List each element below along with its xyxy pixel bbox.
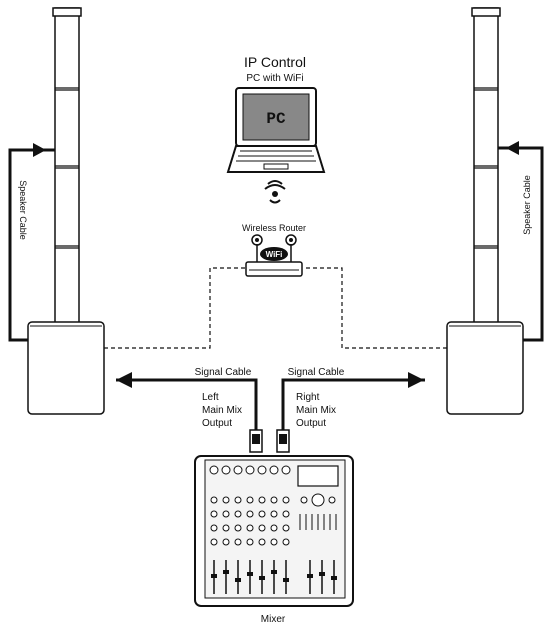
wireless-router-icon <box>245 234 303 277</box>
right-output-line1: Right <box>296 392 320 403</box>
left-speaker-cable-arrow <box>33 143 46 157</box>
left-subwoofer <box>27 321 105 415</box>
right-signal-cable <box>281 378 425 432</box>
left-column-speaker <box>52 7 82 327</box>
pc-subtitle: PC with WiFi <box>246 73 303 84</box>
router-label: Wireless Router <box>242 223 306 233</box>
left-signal-cable <box>116 378 258 432</box>
left-speaker-cable-label: Speaker Cable <box>18 180 28 240</box>
left-speaker-cable <box>8 148 55 342</box>
right-output-line2: Main Mix <box>296 405 336 416</box>
left-signal-arrow <box>116 372 132 388</box>
left-xlr-connector <box>249 429 263 453</box>
right-signal-arrow <box>408 372 424 388</box>
right-output-line3: Output <box>296 418 326 429</box>
mixer-icon <box>194 455 354 607</box>
right-xlr-connector <box>276 429 290 453</box>
left-output-line2: Main Mix <box>202 405 242 416</box>
laptop-icon <box>226 87 326 173</box>
left-output-line1: Left <box>202 392 219 403</box>
pc-title: IP Control <box>244 54 306 70</box>
right-speaker-cable-arrow <box>506 141 519 155</box>
right-signal-cable-label: Signal Cable <box>288 367 345 378</box>
right-speaker-cable <box>498 146 544 342</box>
left-signal-cable-label: Signal Cable <box>195 367 252 378</box>
right-speaker-cable-label: Speaker Cable <box>522 175 532 235</box>
router-wifi-badge: WiFi <box>266 250 283 259</box>
left-network-line <box>104 267 245 349</box>
right-column-speaker <box>471 7 501 327</box>
right-network-line <box>303 267 447 349</box>
pc-screen-text: PC <box>266 110 286 128</box>
left-output-line3: Output <box>202 418 232 429</box>
mixer-label: Mixer <box>261 614 286 625</box>
wifi-signal-icon <box>264 180 286 204</box>
right-subwoofer <box>446 321 524 415</box>
